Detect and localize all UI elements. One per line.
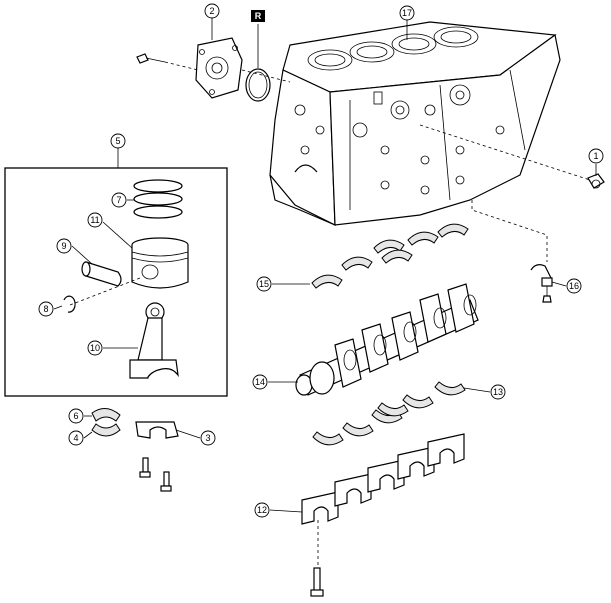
oil-jet: [530, 264, 553, 303]
svg-text:1: 1: [593, 151, 598, 161]
rod-cap-bolts: [139, 457, 172, 492]
callout-8: 8: [38, 301, 54, 317]
o-ring: [245, 68, 271, 102]
main-bearing-caps: [301, 433, 465, 525]
svg-text:12: 12: [257, 505, 267, 515]
rod-bearing-upper: [91, 408, 121, 422]
callout-1: 1: [588, 148, 604, 164]
svg-text:11: 11: [90, 215, 99, 225]
callout-11: 11: [87, 212, 103, 228]
svg-text:3: 3: [205, 433, 210, 443]
svg-text:8: 8: [43, 304, 48, 314]
sensor: [587, 173, 605, 189]
callout-3: 3: [200, 430, 216, 446]
snap-ring: [63, 295, 76, 313]
rod-bearing-lower: [91, 423, 121, 437]
svg-text:10: 10: [90, 343, 100, 353]
callout-17: 17: [399, 5, 415, 21]
callout-6: 6: [68, 408, 84, 424]
callout-16: 16: [566, 278, 582, 294]
svg-text:4: 4: [73, 433, 78, 443]
leader-lines: [53, 18, 597, 513]
callout-9: 9: [56, 238, 72, 254]
svg-text:7: 7: [116, 195, 121, 205]
cylinder-block: [269, 21, 561, 226]
front-cover-housing: [195, 37, 243, 99]
callout-2: 2: [204, 3, 220, 19]
svg-text:17: 17: [402, 8, 412, 18]
svg-text:16: 16: [569, 281, 579, 291]
callout-15: 15: [256, 276, 272, 292]
callout-14: 14: [252, 374, 268, 390]
callout-13: 13: [490, 384, 506, 400]
svg-text:2: 2: [209, 6, 214, 16]
rod-cap: [135, 421, 179, 439]
svg-text:5: 5: [115, 136, 120, 146]
callout-7: 7: [111, 192, 127, 208]
housing-bolt: [136, 53, 166, 64]
connecting-rod: [129, 302, 179, 379]
callout-10: 10: [87, 340, 103, 356]
svg-text:6: 6: [73, 411, 78, 421]
svg-text:13: 13: [493, 387, 503, 397]
callout-12: 12: [254, 502, 270, 518]
main-cap-bolt: [310, 567, 324, 597]
upper-main-bearings: [311, 223, 469, 289]
callout-4: 4: [68, 430, 84, 446]
piston: [131, 237, 189, 289]
svg-text:R: R: [255, 11, 262, 21]
lower-main-bearings: [312, 381, 466, 446]
svg-text:9: 9: [61, 241, 66, 251]
piston-pin: [81, 261, 122, 287]
crankshaft: [295, 283, 479, 396]
replace-part-badge: R: [251, 10, 265, 22]
svg-text:15: 15: [259, 279, 269, 289]
piston-assembly-frame: [4, 167, 228, 397]
svg-text:14: 14: [255, 377, 265, 387]
piston-rings: [133, 179, 183, 219]
callout-5: 5: [110, 133, 126, 149]
